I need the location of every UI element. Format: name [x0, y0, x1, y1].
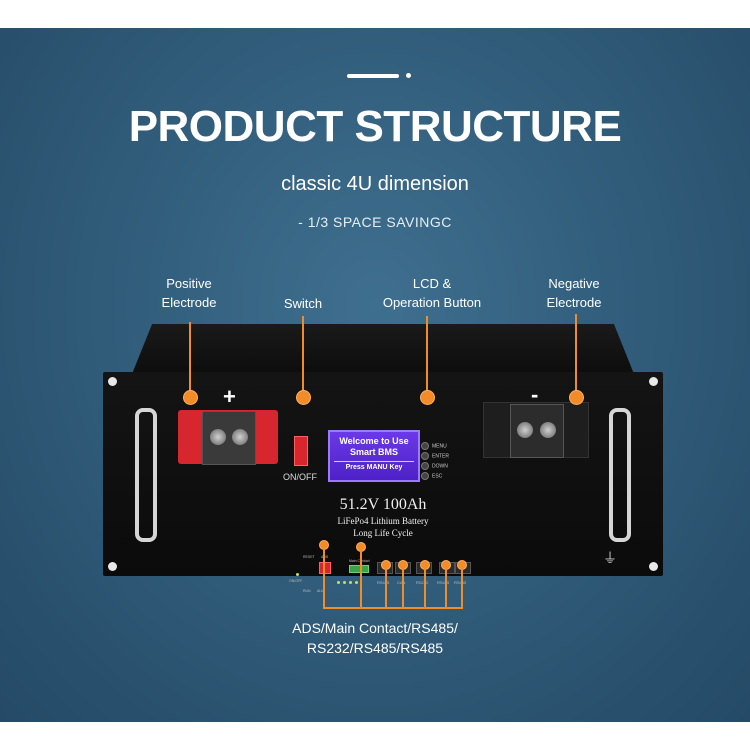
marker-switch: [296, 390, 311, 405]
port-label-rs485-2: RS485: [437, 580, 450, 585]
bolt-icon: [232, 429, 248, 445]
product-banner: PRODUCT STRUCTURE classic 4U dimension -…: [0, 28, 750, 722]
port-label-rs485-3: RS485: [454, 580, 466, 585]
status-led: [296, 573, 299, 576]
down-button-label: DOWN: [432, 463, 448, 470]
leader-rs485-1: [385, 568, 387, 608]
run-label: RUN: [303, 589, 311, 593]
switch-label: ON/OFF: [283, 472, 317, 482]
leader-negative: [575, 314, 577, 396]
button-icon: [421, 452, 429, 460]
page-subtitle: classic 4U dimension: [281, 173, 469, 195]
main-contact-port[interactable]: [349, 565, 369, 573]
callout-lcd-line2: Operation Button: [382, 295, 482, 310]
leader-switch: [302, 316, 304, 396]
right-handle: [609, 408, 631, 542]
callout-positive: Positive Electrode: [150, 274, 228, 312]
page-tagline: - 1/3 SPACE SAVINGC: [298, 214, 452, 230]
leader-main-contact: [360, 550, 362, 608]
leader-bus: [323, 607, 463, 609]
menu-button[interactable]: MENU: [421, 442, 447, 450]
left-handle: [135, 408, 157, 542]
battery-top: [132, 324, 634, 374]
power-switch[interactable]: [294, 436, 308, 466]
marker-negative: [569, 390, 584, 405]
onoff-label: ON/OFF: [289, 579, 303, 583]
down-button[interactable]: DOWN: [421, 462, 448, 470]
esc-button-label: ESC: [432, 473, 443, 480]
esc-button[interactable]: ESC: [421, 472, 442, 480]
lcd-divider: [334, 461, 414, 462]
positive-terminal[interactable]: [178, 410, 278, 465]
decor-line: [347, 74, 399, 78]
soc-led: [355, 581, 358, 584]
mount-hole: [108, 562, 117, 571]
alm-label: ALM: [317, 589, 325, 593]
ports-caption-line2: RS232/RS485/RS485: [306, 640, 444, 656]
enter-button-label: ENTER: [432, 453, 449, 460]
lcd-welcome: Welcome to Use: [339, 436, 409, 446]
marker-positive: [183, 390, 198, 405]
leader-ads: [323, 548, 325, 608]
positive-sign: +: [223, 384, 236, 409]
spec-chemistry: LiFePo4 Lithium Battery: [337, 516, 429, 526]
negative-terminal[interactable]: [483, 402, 589, 458]
bolt-icon: [517, 422, 533, 438]
port-label-rs485-1: RS485: [377, 580, 390, 585]
enter-button[interactable]: ENTER: [421, 452, 449, 460]
leader-lcd: [426, 316, 428, 396]
lcd-hint: Press MANU Key: [345, 464, 403, 471]
bolt-icon: [210, 429, 226, 445]
spec-voltage: 51.2V 100Ah: [339, 496, 427, 513]
mount-hole: [649, 562, 658, 571]
negative-sign: -: [531, 382, 539, 407]
callout-positive-line2: Electrode: [161, 295, 217, 310]
ads-port[interactable]: [319, 562, 331, 574]
lcd-smart-bms: Smart BMS: [349, 447, 398, 457]
callout-negative-line2: Electrode: [546, 295, 602, 310]
button-icon: [421, 442, 429, 450]
soc-led: [343, 581, 346, 584]
decor-dot: [406, 73, 411, 78]
callout-lcd-line1: LCD &: [412, 276, 452, 291]
ground-icon: ⏚: [603, 550, 617, 566]
lcd-display: Welcome to Use Smart BMS Press MANU Key: [328, 430, 420, 482]
battery-front-panel: + ON/OFF Welcome to Use Smart BMS Press …: [103, 372, 663, 593]
leader-rs485-3: [461, 568, 463, 608]
main-contact-label: Main Contact: [349, 559, 370, 563]
page-title: PRODUCT STRUCTURE: [128, 102, 622, 151]
button-icon: [421, 462, 429, 470]
callout-positive-line1: Positive: [166, 276, 212, 291]
menu-button-label: MENU: [432, 443, 447, 450]
spec-cycle: Long Life Cycle: [353, 528, 413, 538]
reset-label: RESET: [303, 555, 315, 559]
port-label-rs232: RS232: [416, 580, 429, 585]
leader-rs232: [424, 568, 426, 608]
callout-switch: Switch: [283, 296, 323, 311]
soc-led: [349, 581, 352, 584]
soc-led: [337, 581, 340, 584]
callout-negative-line1: Negative: [548, 276, 600, 291]
leader-can: [402, 568, 404, 608]
bolt-icon: [540, 422, 556, 438]
ports-caption-line1: ADS/Main Contact/RS485/: [292, 620, 458, 636]
leader-rs485-2: [445, 568, 447, 608]
leader-positive: [189, 322, 191, 396]
marker-lcd: [420, 390, 435, 405]
callout-negative: Negative Electrode: [534, 274, 614, 312]
mount-hole: [108, 377, 117, 386]
button-icon: [421, 472, 429, 480]
callout-lcd: LCD & Operation Button: [372, 274, 492, 312]
port-label-can: CAN: [397, 580, 405, 585]
mount-hole: [649, 377, 658, 386]
